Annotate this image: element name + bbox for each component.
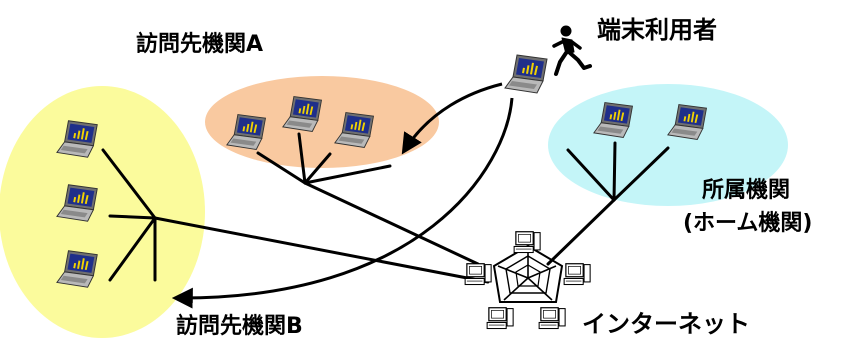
desktop-pc-icon [563,263,591,286]
desktop-pc-icon [464,263,492,286]
internet-label: インターネット [582,310,750,338]
desktop-pc-icon [538,307,566,330]
site-a-zone [205,76,439,168]
home-label-line2: (ホーム機関) [683,211,813,236]
running-person-icon [552,25,592,76]
internet-hub [492,244,564,303]
user-laptop-icon [504,54,548,94]
site-b-label: 訪問先機関B [176,314,303,339]
desktop-pc-icon [513,231,541,254]
site-a-links [256,132,480,266]
user-label: 端末利用者 [597,16,717,44]
desktop-pc-icon [486,307,514,330]
home-label-line1: 所属機関 [702,178,791,203]
home-links [546,141,670,266]
site-b-zone [0,86,205,338]
site-b-links [101,148,490,284]
arrow-to-site-b [171,97,514,309]
site-a-label: 訪問先機関A [136,32,264,57]
arrow-to-site-a [401,82,503,155]
